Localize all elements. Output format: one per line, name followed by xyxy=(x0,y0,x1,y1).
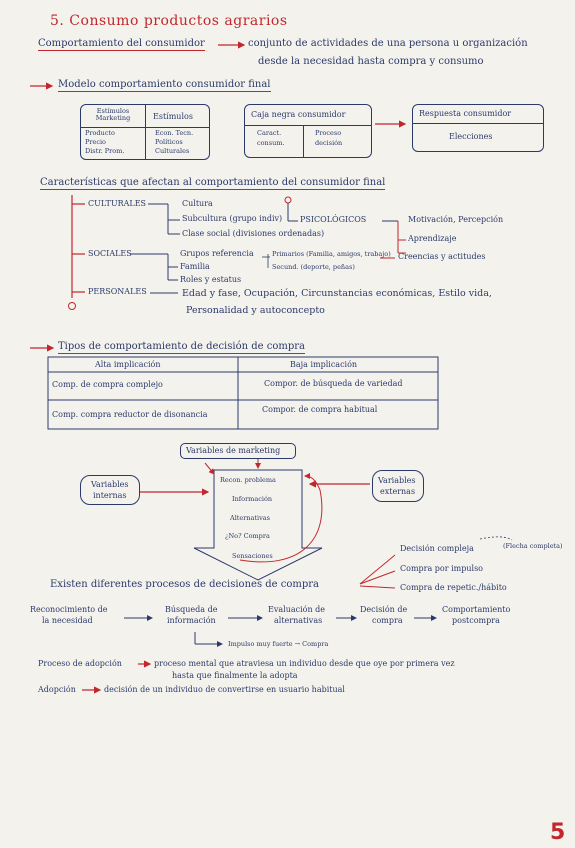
definition-term: Comportamiento del consumidor xyxy=(38,38,205,51)
blackbox-box: Caja negra consumidor Caract. consum. Pr… xyxy=(244,104,372,158)
internal-variables-label: Variables xyxy=(91,480,129,489)
stimuli-header-marketing: Estímulos Marketing xyxy=(95,107,131,123)
flow-step: Búsqueda de xyxy=(165,605,218,614)
decision-processes-text: Existen diferentes procesos de decisione… xyxy=(50,579,319,590)
flow-step: alternativas xyxy=(274,616,323,625)
model-heading: Modelo comportamiento consumidor final xyxy=(58,79,271,92)
definition-line-1: conjunto de actividades de una persona u… xyxy=(248,38,528,49)
stimuli-header-other: Estímulos xyxy=(153,112,193,121)
stimuli-item: Precio xyxy=(85,138,106,146)
sociales-item: Roles y estatus xyxy=(180,275,242,284)
flow-step: información xyxy=(167,616,216,625)
stimuli-item: Distr. Prom. xyxy=(85,147,125,155)
process-step: Sensaciones xyxy=(232,552,273,560)
personales-line-2: Personalidad y autoconcepto xyxy=(186,305,325,316)
psicologicos-label: Psicológicos xyxy=(300,215,367,224)
types-header: Baja implicación xyxy=(290,360,358,369)
stimuli-box: Estímulos Marketing Estímulos Producto P… xyxy=(80,104,210,160)
psicologicos-item: Creencias y actitudes xyxy=(398,252,486,261)
types-heading: Tipos de comportamiento de decisión de c… xyxy=(58,341,305,354)
psicologicos-item: Aprendizaje xyxy=(408,234,457,243)
culturales-item: Subcultura (grupo indiv) xyxy=(182,214,283,223)
flow-step: Decisión de xyxy=(360,605,408,614)
flow-step: compra xyxy=(372,616,403,625)
response-title: Respuesta consumidor xyxy=(419,109,512,118)
culturales-label: Culturales xyxy=(88,199,147,208)
types-cell: Compor. de compra habitual xyxy=(262,405,378,414)
external-variables-label: externas xyxy=(380,487,416,496)
internal-variables-box: Variables internas xyxy=(80,475,140,505)
flow-step: Comportamiento xyxy=(442,605,511,614)
decision-type: Compra por impulso xyxy=(400,564,483,573)
internal-variables-label: internas xyxy=(93,491,127,500)
types-cell: Comp. compra reductor de disonancia xyxy=(52,410,208,419)
personales-label: Personales xyxy=(88,287,147,296)
personales-line-1: Edad y fase, Ocupación, Circunstancias e… xyxy=(182,288,492,299)
process-step: Recon. problema xyxy=(220,476,276,484)
sociales-item: Grupos referencia xyxy=(180,249,254,258)
decision-type: Decisión compleja xyxy=(400,544,474,553)
blackbox-item: Caract. xyxy=(257,129,282,137)
external-variables-label: Variables xyxy=(378,476,416,485)
process-step: Alternativas xyxy=(230,514,270,522)
adoption-process-definition: hasta que finalmente la adopta xyxy=(172,671,298,680)
adoption-process-definition: proceso mental que atraviesa un individu… xyxy=(154,659,455,668)
page-title: 5. Consumo productos agrarios xyxy=(50,13,288,29)
sociales-item: Familia xyxy=(180,262,210,271)
flecha-completa-note: (Flecha completa) xyxy=(503,542,563,550)
culturales-item: Clase social (divisiones ordenadas) xyxy=(182,229,325,238)
impulse-note: Impulso muy fuerte → Compra xyxy=(228,640,329,648)
marketing-variables-label: Variables de marketing xyxy=(186,446,281,455)
stimuli-item: Econ. Tecn. xyxy=(155,129,194,137)
blackbox-title: Caja negra consumidor xyxy=(251,110,346,119)
flow-step: Reconocimiento de xyxy=(30,605,108,614)
flow-step: Evaluación de xyxy=(268,605,326,614)
response-box: Respuesta consumidor Elecciones xyxy=(412,104,544,152)
process-step: Información xyxy=(232,495,273,503)
stimuli-item: Producto xyxy=(85,129,115,137)
types-cell: Comp. de compra complejo xyxy=(52,380,163,389)
types-header: Alta implicación xyxy=(95,360,161,369)
psicologicos-item: Motivación, Percepción xyxy=(408,215,504,224)
external-variables-box: Variables externas xyxy=(372,470,424,502)
response-value: Elecciones xyxy=(449,132,493,141)
sociales-secundarios: Secund. (deporte, peñas) xyxy=(272,263,355,271)
adoption-definition: decisión de un individuo de convertirse … xyxy=(104,685,345,694)
flow-step: la necesidad xyxy=(42,616,93,625)
characteristics-heading: Características que afectan al comportam… xyxy=(40,177,386,190)
marketing-variables-box: Variables de marketing xyxy=(180,443,296,459)
culturales-item: Cultura xyxy=(182,199,213,208)
adoption-term: Adopción xyxy=(38,685,76,694)
sociales-label: Sociales xyxy=(88,249,132,258)
page-number: 5 xyxy=(550,820,566,845)
blackbox-item: consum. xyxy=(257,139,285,147)
decision-type: Compra de repetic./hábito xyxy=(400,583,507,592)
flow-step: postcompra xyxy=(452,616,500,625)
stimuli-item: Culturales xyxy=(155,147,190,155)
stimuli-item: Políticos xyxy=(155,138,183,146)
blackbox-item: Proceso xyxy=(315,129,342,137)
types-cell: Compor. de búsqueda de variedad xyxy=(264,379,403,388)
process-step: ¿No? Compra xyxy=(225,532,270,540)
adoption-process-term: Proceso de adopción xyxy=(38,659,122,668)
blackbox-item: decisión xyxy=(315,139,343,147)
sociales-primarios: Primarios (Familia, amigos, trabajo) xyxy=(272,250,391,258)
definition-line-2: desde la necesidad hasta compra y consum… xyxy=(258,56,484,67)
